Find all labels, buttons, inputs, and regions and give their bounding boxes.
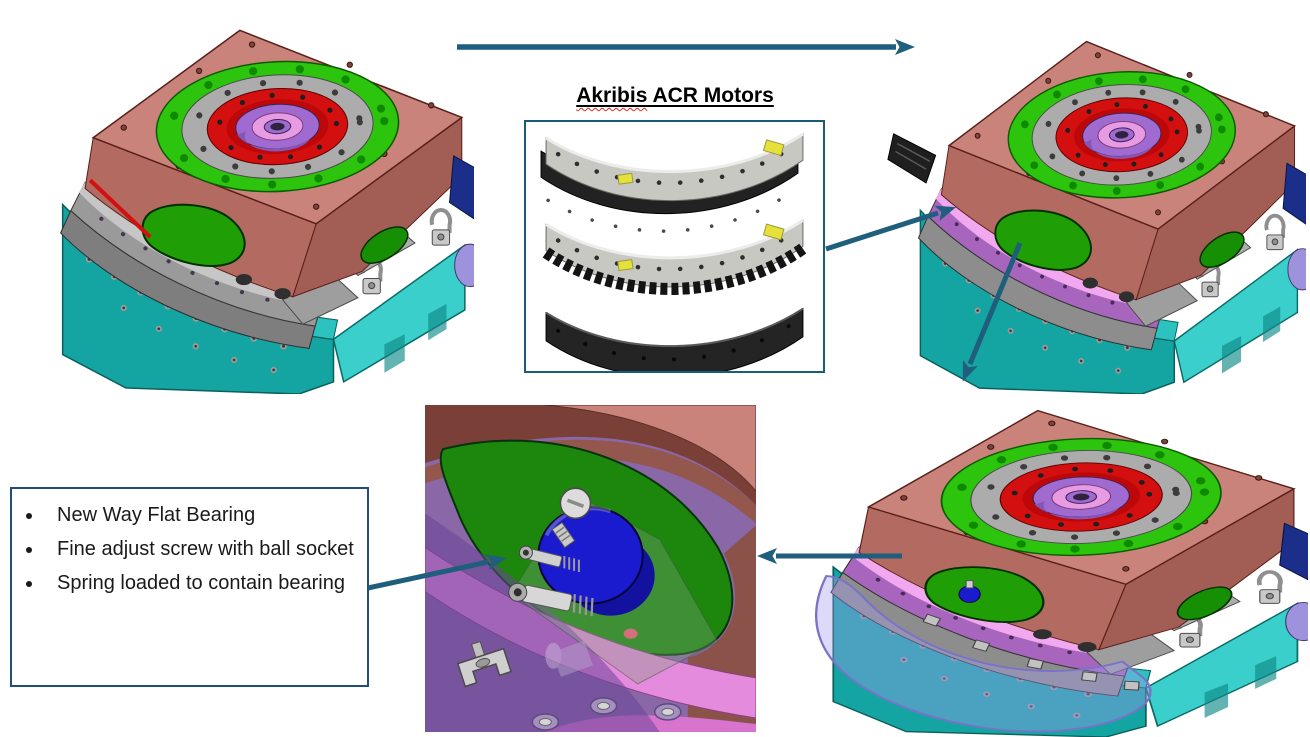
- spring-screw-small: [518, 545, 580, 573]
- note-item: New Way Flat Bearing: [44, 503, 359, 528]
- note-item: Fine adjust screw with ball socket: [44, 537, 359, 562]
- magnet-track-end: [887, 133, 937, 184]
- stage-with-bearings-figure: [815, 387, 1308, 737]
- stage-with-motor-figure: [887, 16, 1306, 394]
- note-item: Spring loaded to contain bearing: [44, 571, 359, 596]
- pink-dot: [623, 628, 638, 639]
- stage-before-figure: [26, 4, 474, 394]
- spring-screw-large: [508, 582, 594, 617]
- motor-photo-box: [524, 120, 825, 373]
- translucent-cover: [815, 575, 1152, 733]
- washer: [589, 697, 618, 715]
- bearing-detail-figure: [425, 405, 756, 732]
- ghost-cylinder: [545, 640, 593, 677]
- motor-callout-title: Akribis ACR Motors: [520, 84, 830, 108]
- acr-motors-photo: [540, 132, 807, 371]
- clamp-bracket: [456, 640, 512, 688]
- flat-bearing-blue: [958, 580, 981, 603]
- red-reference-strip: [88, 178, 152, 239]
- motor-callout-title-word: Akribis: [576, 84, 648, 107]
- notes-list: New Way Flat Bearing Fine adjust screw w…: [12, 489, 367, 596]
- set-screw: [551, 487, 592, 549]
- acr-magnet-track: [545, 307, 804, 371]
- acr-motor-stator: [542, 219, 807, 295]
- washer: [531, 713, 560, 731]
- notes-box: New Way Flat Bearing Fine adjust screw w…: [10, 487, 369, 687]
- acr-motor-assembled: [540, 132, 804, 233]
- motor-callout-title-rest: ACR Motors: [647, 84, 774, 107]
- bearing-clamps: [922, 613, 1140, 691]
- washer: [653, 703, 682, 721]
